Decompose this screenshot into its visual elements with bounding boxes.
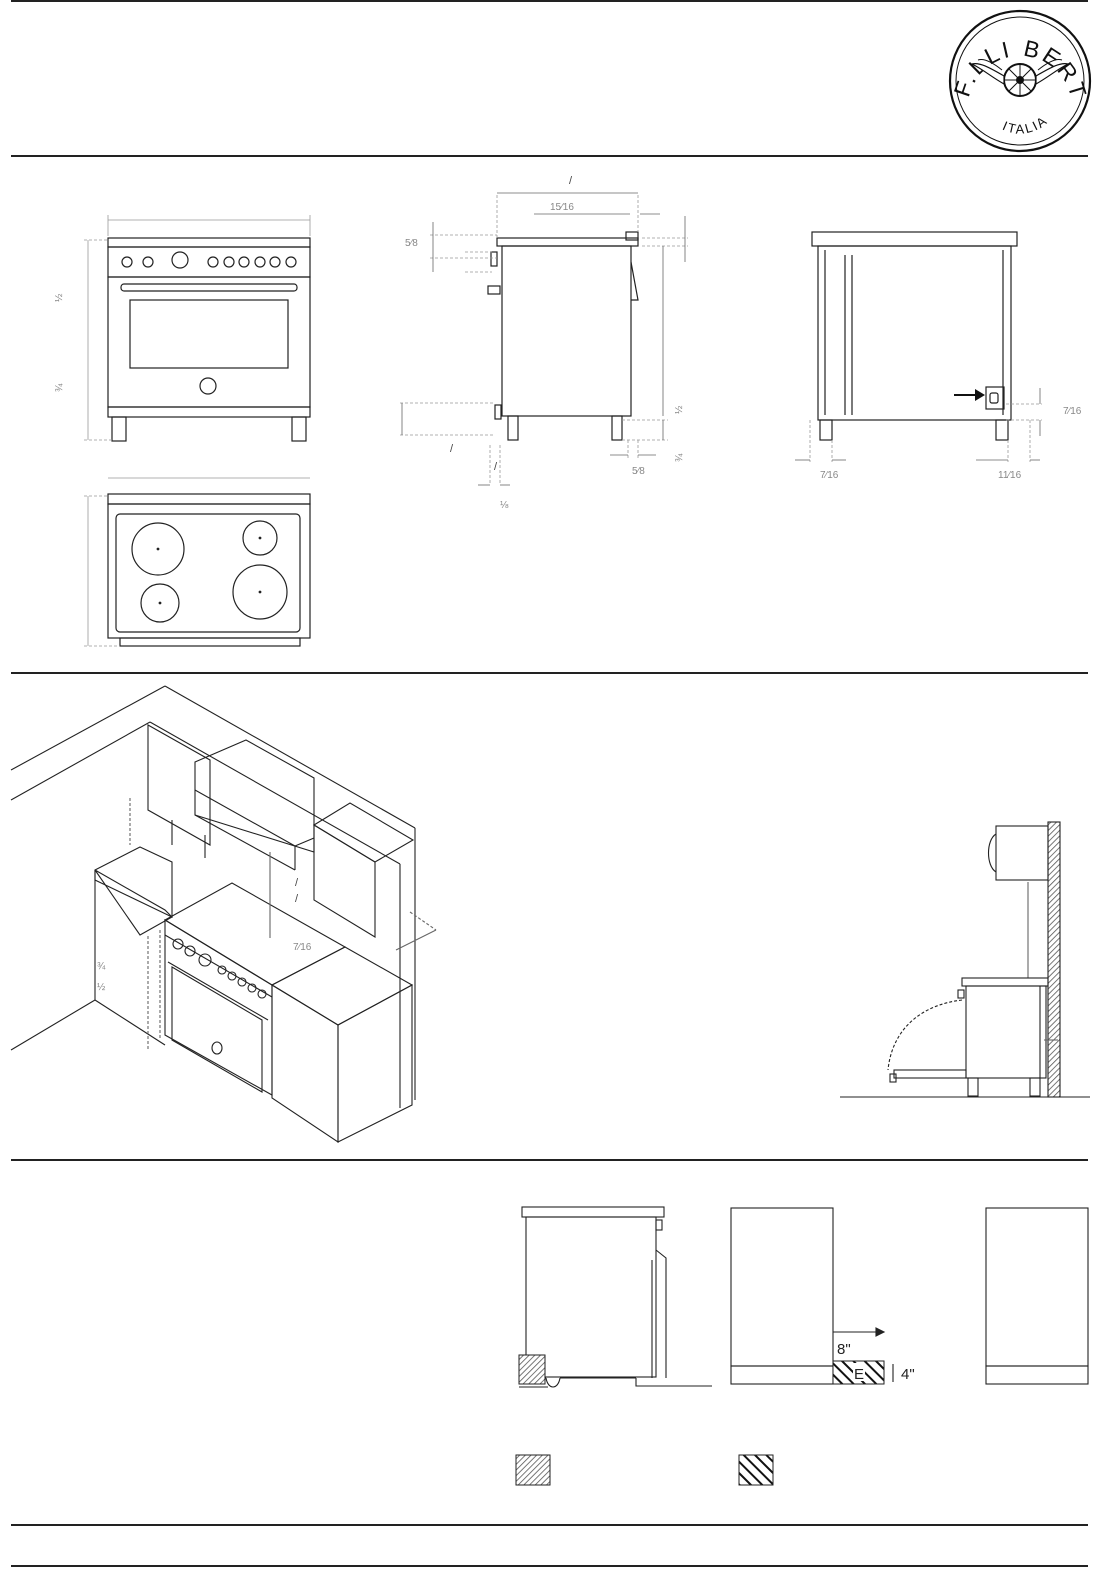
side-install-drawing xyxy=(840,821,1090,1098)
section-rule-1 xyxy=(11,155,1088,157)
svg-text:F.LLI BERTAZZONI: F.LLI BERTAZZONI xyxy=(0,0,1092,102)
side-door-slash-2: / xyxy=(494,461,498,473)
rear-foot-frac: 11⁄16 xyxy=(998,470,1022,481)
side-right-lower-frac: ¾ xyxy=(674,453,685,462)
install-slash-b: / xyxy=(295,893,299,905)
clearance-height-label: 4" xyxy=(901,1366,915,1383)
isometric-install-drawing xyxy=(10,685,437,1144)
front-view-drawing xyxy=(84,215,311,442)
side-top-left-frac: 5⁄8 xyxy=(405,238,418,249)
side-depth-frac: 15⁄16 xyxy=(550,202,574,213)
side-door-slash: / xyxy=(450,443,454,455)
front-lower-frac: ¾ xyxy=(54,383,65,392)
install-depth-frac: 7⁄16 xyxy=(293,942,312,953)
clearance-back-drawing xyxy=(985,1207,1089,1385)
rear-view-drawing xyxy=(795,231,1042,462)
side-bottom-frac: 5⁄8 xyxy=(632,466,645,477)
clearance-width-label: 8" xyxy=(837,1341,851,1358)
legend-swatch-fine xyxy=(515,1454,551,1486)
clearance-front-drawing xyxy=(730,1207,894,1385)
top-rule xyxy=(11,0,1088,2)
install-slash-a: / xyxy=(295,877,299,889)
install-height-frac-2: ½ xyxy=(97,982,106,993)
side-foot-frac: ⅛ xyxy=(500,500,509,511)
side-right-frac: ½ xyxy=(674,405,685,414)
side-view-drawing xyxy=(400,192,688,486)
clearance-zone-letter: E xyxy=(854,1366,864,1383)
section-rule-2 xyxy=(11,672,1088,674)
rear-left-frac: 7⁄16 xyxy=(820,470,839,481)
logo-text-bottom: ITALIA xyxy=(1000,112,1048,136)
svg-text:ITALIA: ITALIA xyxy=(1000,112,1050,136)
bertazzoni-logo: F.LLI BERTAZZONI ITALIA xyxy=(0,0,1092,153)
burner-centers xyxy=(156,536,262,605)
logo-text-top: F.LLI BERTAZZONI xyxy=(0,0,1089,102)
rear-right-frac: 7⁄16 xyxy=(1063,406,1082,417)
front-height-frac: ½ xyxy=(54,293,65,302)
clearance-zone-fine xyxy=(518,1354,546,1385)
clearance-zone-label-bg xyxy=(853,1363,865,1381)
top-view-drawing xyxy=(84,477,311,647)
legend-swatch-bold xyxy=(738,1454,774,1486)
section-rule-3 xyxy=(11,1159,1088,1161)
arrow-icon xyxy=(954,389,985,401)
bottom-rule xyxy=(11,1565,1088,1567)
install-height-frac: ¾ xyxy=(97,961,106,972)
section-rule-4 xyxy=(11,1524,1088,1526)
side-top-slash: / xyxy=(569,175,573,187)
clearance-side-drawing xyxy=(519,1206,712,1388)
